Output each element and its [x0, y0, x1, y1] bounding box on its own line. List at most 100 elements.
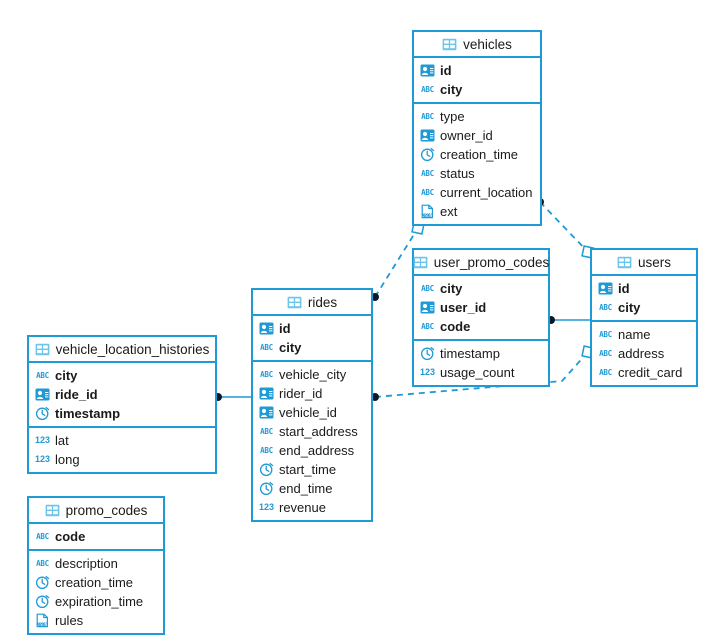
- column-row[interactable]: rider_id: [253, 384, 371, 403]
- column-row[interactable]: owner_id: [414, 126, 540, 145]
- column-name: type: [440, 109, 465, 124]
- abc-icon: ABC: [260, 369, 273, 379]
- column-row-primary-key[interactable]: user_id: [414, 298, 548, 317]
- table-header-promo_codes[interactable]: promo_codes: [29, 498, 163, 524]
- column-name: lat: [55, 433, 69, 448]
- column-name: vehicle_city: [279, 367, 347, 382]
- column-name: city: [440, 281, 463, 296]
- abc-icon: ABC: [421, 283, 434, 293]
- column-name: ext: [440, 204, 458, 219]
- number-icon: 123: [258, 502, 275, 512]
- column-row[interactable]: 123 revenue: [253, 498, 371, 517]
- column-row[interactable]: JSON ext: [414, 202, 540, 221]
- table-header-user_promo_codes[interactable]: user_promo_codes: [413, 250, 549, 276]
- key-id-icon: [420, 300, 435, 315]
- column-name: revenue: [279, 500, 326, 515]
- column-name: id: [618, 281, 630, 296]
- table-title-text: vehicles: [463, 36, 512, 52]
- abc-icon: ABC: [599, 302, 612, 312]
- column-name: address: [618, 346, 665, 361]
- abc-icon: ABC: [421, 84, 434, 94]
- clock-icon: [35, 594, 50, 609]
- column-name: creation_time: [55, 575, 134, 590]
- table-header-rides[interactable]: rides: [253, 290, 371, 316]
- table-header-vehicles[interactable]: vehicles: [414, 32, 540, 58]
- column-row-primary-key[interactable]: ABC city: [414, 279, 548, 298]
- column-name: vehicle_id: [279, 405, 337, 420]
- column-name: expiration_time: [55, 594, 144, 609]
- column-row[interactable]: creation_time: [414, 145, 540, 164]
- table-icon: [287, 295, 302, 310]
- table-header-vehicle_location_histories[interactable]: vehicle_location_histories: [29, 337, 215, 363]
- column-row-primary-key[interactable]: timestamp: [29, 404, 215, 423]
- abc-icon: ABC: [421, 187, 434, 197]
- column-name: credit_card: [618, 365, 683, 380]
- column-name: name: [618, 327, 651, 342]
- json-icon: JSON: [420, 204, 435, 219]
- table-icon: [413, 255, 428, 270]
- abc-icon: ABC: [260, 426, 273, 436]
- column-row-primary-key[interactable]: id: [592, 279, 696, 298]
- column-row[interactable]: end_time: [253, 479, 371, 498]
- column-name: rider_id: [279, 386, 323, 401]
- column-name: end_address: [279, 443, 355, 458]
- abc-icon: ABC: [36, 370, 49, 380]
- column-row[interactable]: ABC start_address: [253, 422, 371, 441]
- column-row[interactable]: timestamp: [414, 344, 548, 363]
- column-name: id: [440, 63, 452, 78]
- column-name: code: [440, 319, 471, 334]
- column-row-primary-key[interactable]: ABC city: [414, 80, 540, 99]
- clock-icon: [259, 462, 274, 477]
- abc-icon: ABC: [421, 111, 434, 121]
- table-title-text: vehicle_location_histories: [55, 341, 210, 357]
- column-row-primary-key[interactable]: ABC code: [414, 317, 548, 336]
- column-row[interactable]: expiration_time: [29, 592, 163, 611]
- column-row[interactable]: vehicle_id: [253, 403, 371, 422]
- abc-icon: ABC: [260, 445, 273, 455]
- column-name: timestamp: [55, 406, 121, 421]
- table-icon: [35, 342, 50, 357]
- column-row-primary-key[interactable]: id: [253, 319, 371, 338]
- clock-icon: [259, 481, 274, 496]
- column-row[interactable]: start_time: [253, 460, 371, 479]
- column-name: city: [440, 82, 463, 97]
- column-row-primary-key[interactable]: id: [414, 61, 540, 80]
- table-header-users[interactable]: users: [592, 250, 696, 276]
- column-row[interactable]: ABC type: [414, 107, 540, 126]
- column-row[interactable]: creation_time: [29, 573, 163, 592]
- table-title-text: users: [637, 254, 671, 270]
- abc-icon: ABC: [36, 558, 49, 568]
- column-row[interactable]: ABC vehicle_city: [253, 365, 371, 384]
- key-id-icon: [259, 321, 274, 336]
- column-name: start_address: [279, 424, 358, 439]
- column-row-primary-key[interactable]: ride_id: [29, 385, 215, 404]
- abc-icon: ABC: [421, 321, 434, 331]
- column-row[interactable]: ABC end_address: [253, 441, 371, 460]
